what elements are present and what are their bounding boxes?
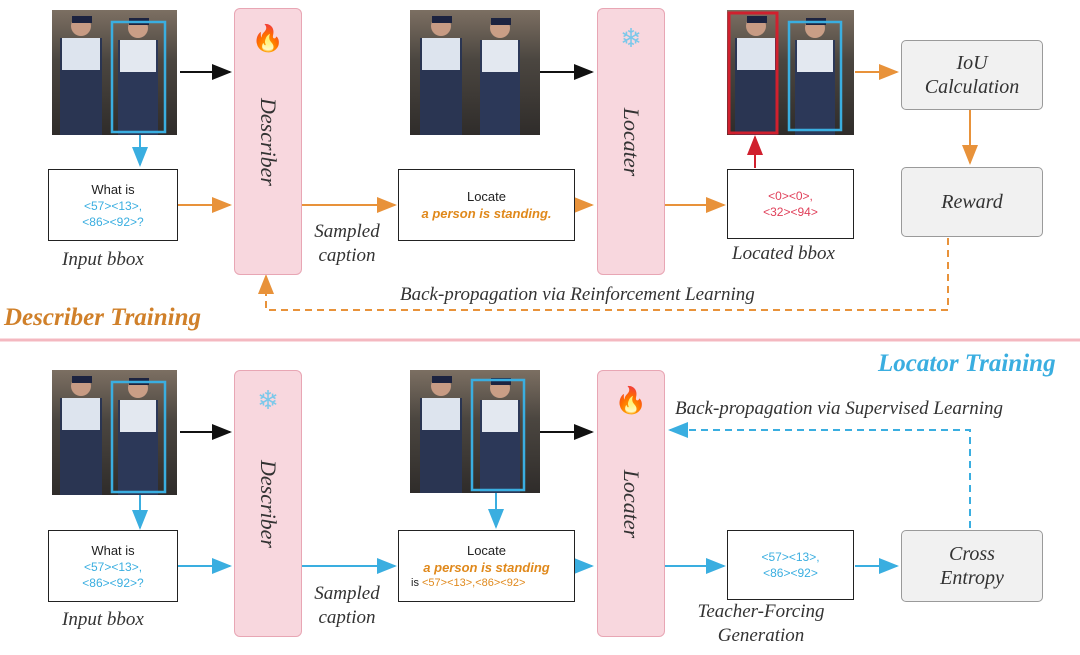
located-coords-2: <32><94> — [763, 205, 818, 219]
sampled-caption-label: Sampled caption — [314, 221, 380, 266]
fire-icon: 🔥 — [251, 23, 285, 53]
input-question: What is — [91, 542, 135, 558]
locator-training-title: Locator Training — [878, 350, 1056, 377]
describer-module-bottom: ❄ Describer — [234, 370, 302, 637]
describer-label: Describer — [256, 97, 281, 186]
locate-prompt-box: Locate a person is standing. — [398, 169, 575, 241]
locate-prompt-box-bottom: Locate a person is standing is <57><13>,… — [398, 530, 575, 602]
located-coords-1: <0><0>, — [768, 189, 813, 203]
iou-calculation-box: IoU Calculation — [901, 40, 1043, 110]
input-coords-1: <57><13>, — [83, 559, 143, 574]
snowflake-icon: ❄ — [257, 385, 279, 415]
input-coords-2: <86><92>? — [82, 575, 144, 590]
backprop-sl-label: Back-propagation via Supervised Learning — [675, 398, 1004, 419]
snowflake-icon: ❄ — [620, 23, 642, 53]
located-bbox-box: <0><0>, <32><94> — [727, 169, 854, 239]
locate-word: Locate — [466, 542, 507, 558]
input-bbox-label-bottom: Input bbox — [62, 609, 144, 630]
input-question: What is — [91, 181, 135, 197]
locate-word: Locate — [466, 189, 507, 204]
describer-label: Describer — [256, 459, 281, 548]
input-coords-2: <86><92>? — [82, 214, 144, 229]
fire-icon: 🔥 — [614, 385, 648, 415]
target-coords-line: is <57><13>,<86><92> — [411, 576, 526, 589]
input-bbox-box: What is <57><13>, <86><92>? — [48, 169, 178, 241]
output-bbox-box: <57><13>, <86><92> — [727, 530, 854, 600]
cross-entropy-box: Cross Entropy — [901, 530, 1043, 602]
arrow-backprop-rl — [258, 238, 949, 311]
output-coords-2: <86><92> — [763, 566, 818, 580]
photo-no-bbox — [410, 10, 540, 135]
caption-text: a person is standing — [423, 559, 550, 575]
locater-module-bottom: 🔥 Locater — [597, 370, 665, 637]
input-bbox-box-bottom: What is <57><13>, <86><92>? — [48, 530, 178, 602]
input-bbox-label: Input bbox — [62, 249, 144, 270]
output-coords-1: <57><13>, — [761, 550, 820, 564]
locater-module-top: ❄ Locater — [597, 8, 665, 275]
sampled-caption-label-bottom: Sampled caption — [314, 583, 380, 628]
sampled-caption-text: a person is standing. — [421, 206, 552, 221]
backprop-rl-label: Back-propagation via Reinforcement Learn… — [400, 284, 755, 305]
located-bbox-label: Located bbox — [732, 243, 835, 264]
input-photo-bottom — [52, 370, 177, 495]
input-photo — [52, 10, 177, 135]
located-photo — [727, 10, 854, 135]
describer-training-title: Describer Training — [4, 304, 201, 331]
describer-module-top: 🔥 Describer — [234, 8, 302, 275]
arrow-backprop-sl — [668, 422, 971, 528]
input-coords-1: <57><13>, — [83, 198, 143, 213]
photo-with-bbox-bottom — [410, 370, 540, 493]
teacher-forcing-label: Teacher-Forcing Generation — [697, 601, 825, 646]
locater-label: Locater — [619, 107, 644, 176]
locater-label: Locater — [619, 469, 644, 538]
reward-box: Reward — [901, 167, 1043, 237]
